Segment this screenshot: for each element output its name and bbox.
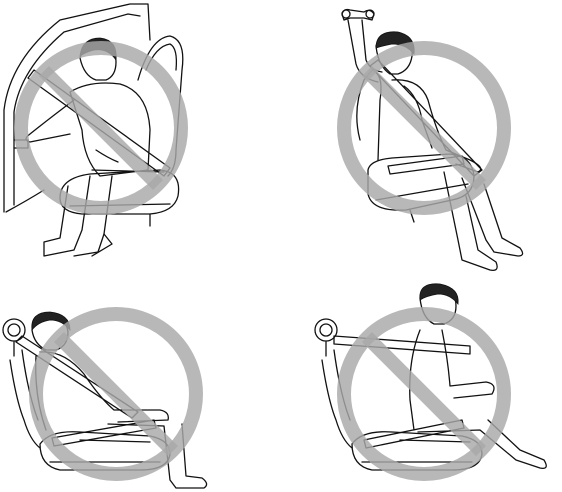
belt-anchor [314, 318, 338, 357]
prohibition-sign [14, 41, 188, 215]
prohibition-sign [337, 41, 511, 215]
grab-handle [341, 8, 375, 21]
prohibition-sign [337, 307, 511, 481]
panel-bottom-right [314, 283, 547, 481]
panel-top-right [337, 8, 524, 271]
panel-bottom-left [2, 307, 208, 489]
prohibition-sign [29, 307, 203, 481]
belt-anchor [2, 318, 26, 357]
panel-top-left [3, 3, 188, 257]
